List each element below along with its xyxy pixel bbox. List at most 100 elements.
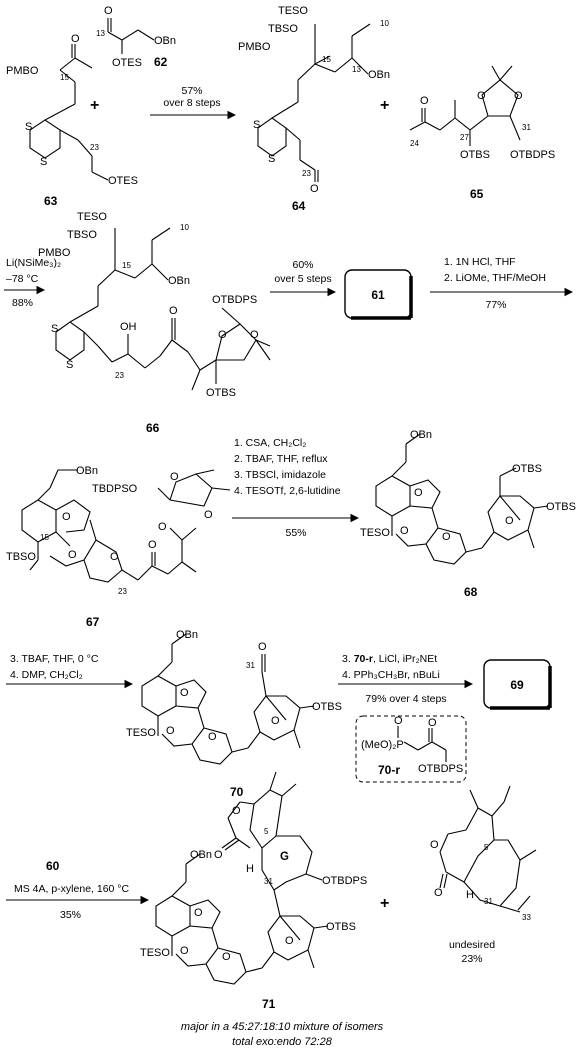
atom-number-5: 5 bbox=[484, 843, 489, 852]
o-atom: O bbox=[222, 951, 231, 963]
otes-group: OTES bbox=[112, 57, 142, 69]
step7-line2: 4. PPh₃CH₃Br, nBuLi bbox=[342, 669, 440, 681]
undesired-label: undesired bbox=[449, 939, 495, 951]
compound-62-structure bbox=[107, 18, 155, 54]
pmbo-group: PMBO bbox=[38, 247, 71, 259]
o-atom: O bbox=[214, 849, 223, 861]
o-atom: O bbox=[505, 515, 514, 527]
step3-yield: 60% bbox=[292, 259, 313, 271]
o-atom: O bbox=[208, 731, 217, 743]
compound-number-69: 69 bbox=[510, 678, 524, 692]
otbs-group: OTBS bbox=[312, 701, 342, 713]
compound-66-structure bbox=[55, 227, 271, 391]
atom-number-33: 33 bbox=[522, 913, 531, 922]
compound-number-60: 60 bbox=[46, 859, 60, 873]
plus-sign: + bbox=[90, 97, 99, 114]
otbs-group: OTBS bbox=[546, 501, 576, 513]
s-atom: S bbox=[51, 323, 58, 335]
atom-number-10: 10 bbox=[380, 19, 389, 28]
undesired-yield: 23% bbox=[461, 953, 482, 965]
compound-number-71: 71 bbox=[262, 997, 276, 1011]
step7-yield: 79% over 4 steps bbox=[365, 693, 446, 705]
o-atom: O bbox=[169, 305, 178, 317]
o-atom: O bbox=[258, 641, 267, 653]
step5-line1: 1. CSA, CH₂Cl₂ bbox=[234, 437, 306, 449]
o-atom: O bbox=[180, 687, 189, 699]
atom-number-15: 15 bbox=[60, 73, 69, 82]
obn-group: OBn bbox=[176, 629, 198, 641]
step3-note: over 5 steps bbox=[274, 273, 331, 285]
step4-line1: 1. 1N HCl, THF bbox=[444, 256, 516, 268]
compound-number-64: 64 bbox=[292, 199, 306, 213]
o-atom: O bbox=[514, 90, 523, 102]
atom-number-23: 23 bbox=[90, 143, 99, 152]
atom-number-23: 23 bbox=[302, 169, 311, 178]
step5-yield: 55% bbox=[285, 527, 306, 539]
o-atom: O bbox=[110, 551, 119, 563]
tbso-group: TBSO bbox=[67, 229, 97, 241]
teso-group: TESO bbox=[360, 527, 390, 539]
o-atom: O bbox=[166, 725, 175, 737]
compound-65-structure bbox=[409, 65, 521, 146]
o-atom: O bbox=[434, 887, 443, 899]
h-atom: H bbox=[246, 863, 254, 875]
meo2p-group: (MeO)₂P bbox=[361, 739, 404, 751]
step5-line4: 4. TESOTf, 2,6-lutidine bbox=[234, 485, 341, 497]
teso-group: TESO bbox=[140, 947, 170, 959]
otbs-group: OTBS bbox=[206, 387, 236, 399]
reagent-70r-box bbox=[355, 715, 467, 783]
atom-number-31: 31 bbox=[264, 877, 273, 886]
o-atom: O bbox=[170, 471, 179, 483]
obn-group: OBn bbox=[368, 69, 390, 81]
o-atom: O bbox=[158, 521, 167, 533]
obn-group: OBn bbox=[154, 35, 176, 47]
s-atom: S bbox=[40, 156, 47, 168]
step1-yield: 57% bbox=[181, 85, 202, 97]
otbs-group: OTBS bbox=[512, 463, 542, 475]
step5-line3: 3. TBSCl, imidazole bbox=[234, 469, 326, 481]
plus-sign: + bbox=[380, 97, 389, 114]
compound-number-70: 70 bbox=[230, 785, 244, 799]
compound-number-66: 66 bbox=[146, 421, 160, 435]
o-atom: O bbox=[414, 487, 423, 499]
atom-number-13: 13 bbox=[352, 65, 361, 74]
compound-70-structure bbox=[141, 633, 315, 765]
otbdps-group: OTBDPS bbox=[322, 875, 367, 887]
o-atom: O bbox=[310, 183, 319, 195]
o-atom: O bbox=[104, 5, 113, 17]
pmbo-group: PMBO bbox=[238, 41, 271, 53]
tbdpso-group: TBDPSO bbox=[92, 483, 138, 495]
atom-number-15: 15 bbox=[322, 55, 331, 64]
otbs-group: OTBS bbox=[460, 149, 490, 161]
o-atom: O bbox=[394, 715, 403, 727]
otbdps-group: OTBDPS bbox=[510, 149, 555, 161]
otbdps-group: OTBDPS bbox=[212, 294, 257, 306]
o-atom: O bbox=[194, 907, 203, 919]
step6-line2: 4. DMP, CH₂Cl₂ bbox=[10, 669, 83, 681]
s-atom: S bbox=[268, 153, 275, 165]
atom-number-31: 31 bbox=[522, 123, 531, 132]
atom-number-23: 23 bbox=[115, 371, 124, 380]
atom-number-27: 27 bbox=[460, 133, 469, 142]
compound-67-structure bbox=[21, 469, 231, 583]
o-atom: O bbox=[232, 805, 241, 817]
atom-number-24: 24 bbox=[410, 139, 419, 148]
obn-group: OBn bbox=[76, 465, 98, 477]
oh-group: OH bbox=[120, 321, 137, 333]
compound-63-structure bbox=[29, 44, 109, 181]
tbso-group: TBSO bbox=[268, 23, 298, 35]
o-atom: O bbox=[400, 525, 409, 537]
compound-number-67: 67 bbox=[86, 615, 100, 629]
obn-group: OBn bbox=[410, 429, 432, 441]
o-atom: O bbox=[430, 839, 439, 851]
atom-number-23: 23 bbox=[118, 587, 127, 596]
undesired-isomer-structure bbox=[439, 785, 537, 913]
compound-64-structure bbox=[257, 23, 371, 182]
s-atom: S bbox=[253, 119, 260, 131]
step6-line1: 3. TBAF, THF, 0 °C bbox=[10, 653, 99, 665]
reagent-70r-structure bbox=[397, 726, 447, 762]
teso-group: TESO bbox=[278, 5, 308, 17]
atom-number-15: 15 bbox=[122, 261, 131, 270]
s-atom: S bbox=[25, 121, 32, 133]
